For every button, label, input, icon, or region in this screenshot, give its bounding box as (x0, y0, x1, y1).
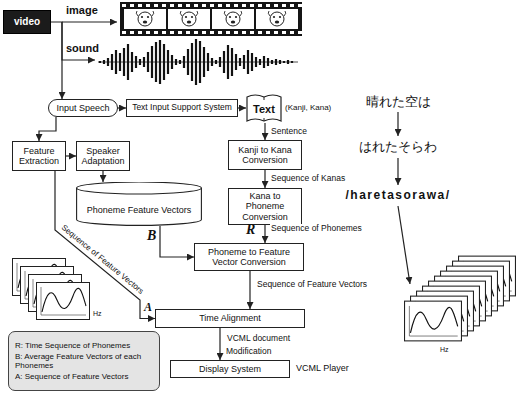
cylinder-outline (76, 182, 202, 226)
node-text: Feature Extraction (16, 146, 62, 167)
node-text: Kana to Phoneme Conversion (232, 191, 298, 222)
phoneme-spectrum-stack (405, 256, 516, 341)
component-label: VCML Player (296, 364, 349, 374)
film-strip (120, 2, 302, 36)
callout-letter: A (144, 301, 152, 314)
axis-label: Hz (93, 310, 102, 318)
process-box: Kana to Phoneme Conversion (228, 188, 302, 225)
node-text: Input Speech (56, 103, 109, 113)
film-frame (168, 9, 210, 29)
node-text: Time Alignment (199, 313, 261, 323)
edge-label: Sequence of Phonemes (270, 224, 363, 233)
node-text: R: Time Sequence of Phonemes (15, 341, 130, 350)
text-document: Text(Kanji, Kana) (246, 93, 282, 123)
process-box: Text Input Support System (126, 99, 238, 117)
film-sprockets (120, 2, 302, 36)
node-text: Display System (199, 364, 261, 374)
process-box: Feature Extraction (12, 141, 66, 171)
node-text: Phoneme Feature Vectors (87, 205, 192, 215)
flow-arrow (66, 155, 76, 156)
stream-label: sound (66, 42, 99, 54)
example-kana: はれたそらわ (359, 140, 437, 154)
process-box: Time Alignment (155, 309, 305, 328)
film-frame (256, 9, 298, 29)
callout-letter: R (246, 222, 255, 237)
legend-box: R: Time Sequence of Phonemes B: Average F… (8, 331, 160, 391)
flow-arrow (264, 123, 265, 140)
leader-lines (62, 22, 410, 284)
edge-label: Sequence of Kanas (270, 174, 346, 183)
node-text: Kanji to Kana Conversion (232, 145, 298, 166)
video-to-sound-line (62, 22, 95, 60)
node-text: B: Average Feature Vectors of each Phone… (15, 352, 153, 370)
node-side-label: (Kanji, Kana) (285, 103, 331, 112)
conversion-arrow (397, 112, 398, 136)
edge-label: VCML document (226, 334, 291, 343)
spectrum-frame (37, 283, 90, 320)
example-sentence: 晴れた空は (366, 95, 431, 109)
film-frame (212, 9, 254, 29)
flow-note: Modification (226, 347, 271, 356)
video-source: video (3, 10, 51, 34)
flow-arrow (102, 171, 103, 182)
flow-arrow (118, 107, 126, 108)
stream-label: image (66, 4, 98, 16)
process-box: Phoneme to Feature Vector Conversion (194, 243, 304, 271)
node-text: A: Sequence of Feature Vectors (15, 372, 128, 381)
spectrum-frame (405, 301, 462, 341)
flow-arrow (39, 117, 56, 141)
process-box: Speaker Adaptation (76, 141, 130, 171)
database-cylinder: Phoneme Feature Vectors (76, 182, 202, 226)
flow-arrow (219, 328, 220, 360)
flow-arrow (238, 107, 246, 108)
flow-arrow (51, 22, 62, 99)
film-base (120, 2, 302, 36)
cylinder-rim (77, 188, 202, 194)
node-text: video (14, 16, 40, 28)
node-text: Text Input Support System (132, 103, 232, 113)
node-text: Phoneme to Feature Vector Conversion (198, 247, 300, 268)
flow-arrow (264, 225, 265, 243)
process-box: Display System (170, 360, 290, 378)
axis-label: Hz (440, 346, 449, 354)
flow-arrow (264, 170, 265, 188)
input-speech: Input Speech (48, 99, 118, 117)
book-pages (247, 95, 281, 121)
cylinder-body (77, 182, 202, 225)
input-spectrum-stack (13, 259, 90, 320)
video-to-image-line (62, 21, 117, 22)
waveform-trace (100, 39, 292, 85)
example-phonemes: /haretasorawa/ (345, 189, 450, 202)
conversion-arrow (397, 158, 398, 185)
waveform (98, 39, 298, 85)
node-text: Speaker Adaptation (80, 146, 126, 167)
process-box: Kanji to Kana Conversion (228, 140, 302, 170)
flow-arrow (160, 226, 194, 257)
edge-label: Sequence of Feature Vectors (256, 280, 368, 289)
conversion-arrow (398, 206, 410, 284)
edge-letter: B (146, 228, 157, 243)
film-frame (124, 9, 166, 29)
flow-arrow (249, 271, 250, 309)
node-text: Text (253, 103, 275, 116)
edge-label: Sentence (270, 127, 308, 136)
